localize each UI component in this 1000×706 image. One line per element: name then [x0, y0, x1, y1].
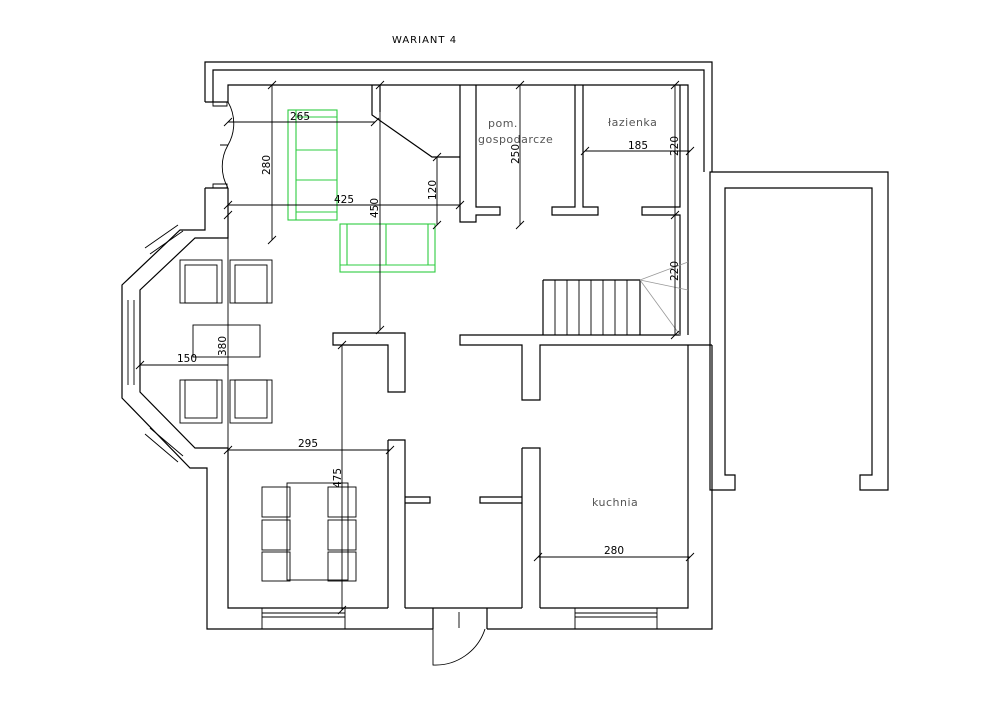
doors — [220, 101, 486, 666]
plan-title: WARIANT 4 — [392, 35, 457, 46]
room-label-utility: pom. — [488, 117, 518, 130]
room-label-kitchen: kuchnia — [592, 496, 638, 509]
dimension-lines — [135, 80, 695, 615]
interior-walls — [332, 85, 712, 608]
stairs — [542, 261, 689, 336]
coffee-table — [192, 324, 261, 358]
sofa-horizontal — [339, 223, 436, 273]
dim-425: 425 — [334, 194, 354, 206]
exterior-walls — [121, 61, 713, 630]
dim-120: 120 — [427, 180, 439, 200]
garage — [709, 171, 889, 491]
room-label-bathroom: łazienka — [608, 116, 657, 129]
dim-380: 380 — [217, 336, 229, 356]
armchair — [229, 259, 273, 304]
living-room-furniture — [179, 259, 273, 424]
dim-220-stairs: 220 — [669, 261, 681, 281]
dining-table — [286, 482, 349, 581]
dim-220-bathroom: 220 — [669, 136, 681, 156]
dim-280-kitchen: 280 — [604, 545, 624, 557]
dim-295: 295 — [298, 438, 318, 450]
armchair — [179, 259, 223, 304]
dim-250: 250 — [510, 144, 522, 164]
dim-475: 475 — [332, 468, 344, 488]
windows — [261, 608, 658, 629]
dim-450: 450 — [369, 198, 381, 218]
dimension-labels: 265 280 425 450 120 250 185 220 220 380 … — [177, 111, 681, 557]
armchair — [229, 379, 273, 424]
room-label-utility-2: gospodarcze — [478, 133, 553, 146]
dim-185: 185 — [628, 140, 648, 152]
dim-265: 265 — [290, 111, 310, 123]
armchair — [179, 379, 223, 424]
dim-280-hall: 280 — [261, 155, 273, 175]
sofa-vertical — [287, 109, 338, 221]
dim-150: 150 — [177, 353, 197, 365]
